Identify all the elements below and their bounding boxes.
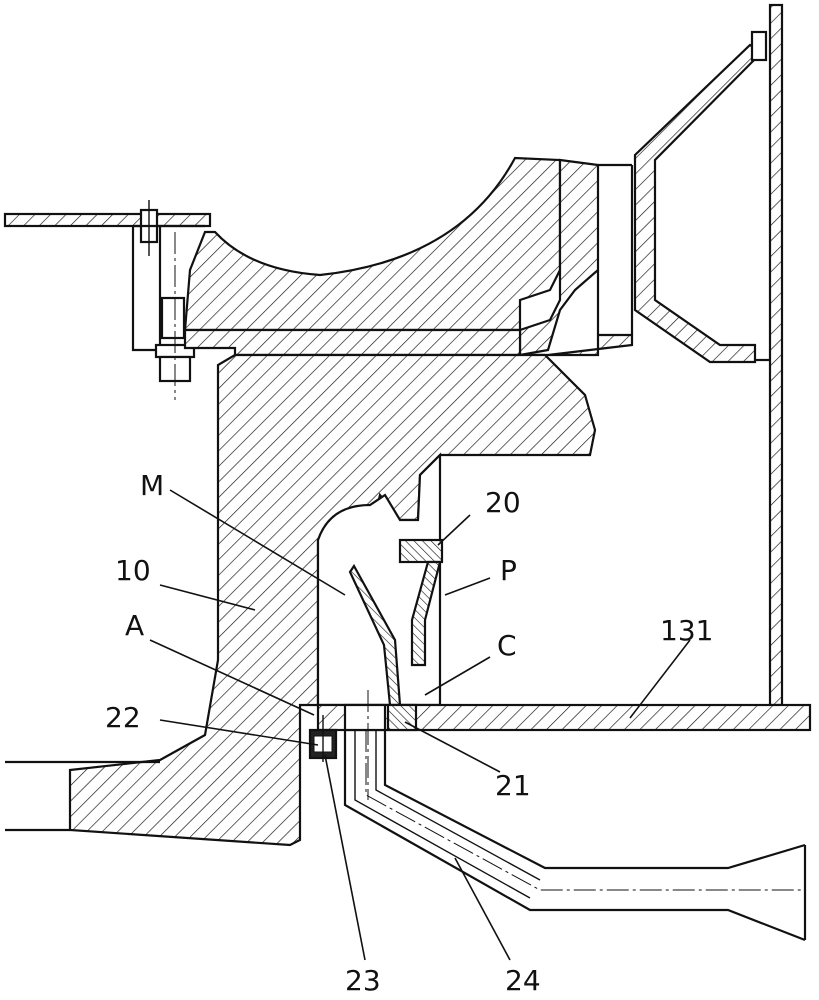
plate-131 xyxy=(316,690,812,800)
label-p: P xyxy=(500,554,517,587)
label-131: 131 xyxy=(660,614,713,647)
main-body-part-10 xyxy=(68,353,597,847)
parts-20-p-c xyxy=(348,538,444,707)
label-20: 20 xyxy=(485,486,521,519)
right-wall xyxy=(598,3,784,707)
top-left-plate xyxy=(3,212,212,228)
label-c: C xyxy=(497,629,517,662)
label-10: 10 xyxy=(115,554,151,587)
leader-lines xyxy=(149,489,691,961)
label-m: M xyxy=(140,469,164,502)
left-bracket xyxy=(131,200,205,400)
label-21: 21 xyxy=(495,769,531,802)
label-23: 23 xyxy=(345,964,381,997)
label-24: 24 xyxy=(505,964,541,997)
upper-saddle-part xyxy=(183,156,600,357)
label-a: A xyxy=(125,609,144,642)
pipe-24 xyxy=(343,730,807,942)
labels: M 10 A 22 20 P C 131 21 23 24 xyxy=(105,469,713,997)
bottom-left-bar xyxy=(5,760,160,832)
label-22: 22 xyxy=(105,701,141,734)
